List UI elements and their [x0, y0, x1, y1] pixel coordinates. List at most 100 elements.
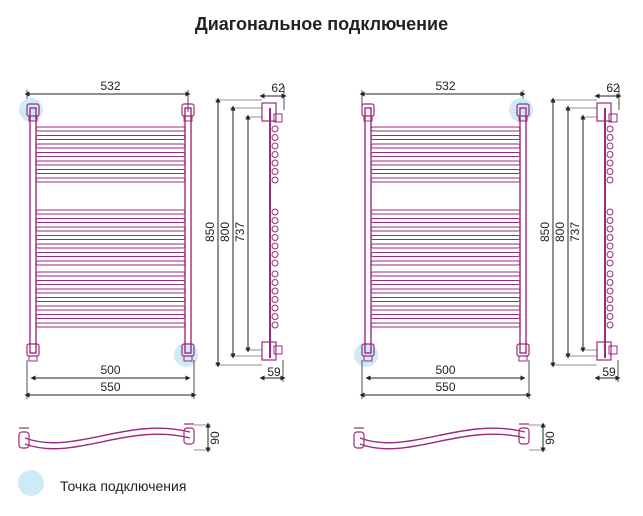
side-bar-4 [271, 159, 279, 167]
side-bar-5 [606, 168, 614, 175]
dim-label-height-total: 850 [538, 222, 552, 242]
profile-curve-lower [359, 433, 526, 450]
side-bar-13 [606, 259, 614, 267]
dim-label-bottom-outer: 550 [435, 380, 455, 394]
side-bar-6 [606, 176, 614, 184]
crossbar-4 [370, 160, 521, 166]
crossbar-5 [370, 168, 521, 175]
side-bar-5 [271, 168, 279, 175]
side-bar-16 [606, 287, 614, 295]
crossbar-7 [35, 209, 186, 215]
dim-label-profile-depth: 90 [208, 431, 222, 445]
legend-label: Точка подключения [60, 478, 187, 494]
crossbar-15 [370, 279, 521, 286]
side-bar-9 [606, 225, 614, 233]
side-bar-9 [271, 225, 279, 233]
side-bar-12 [271, 251, 279, 258]
side-bar-0 [271, 125, 279, 133]
dim-label-bottom-inner: 500 [100, 363, 120, 377]
profile-fitting-right [518, 427, 530, 445]
dim-label-bottom-depth: 59 [267, 365, 281, 379]
crossbar-13 [370, 260, 521, 266]
fitting-nut-0 [363, 115, 373, 122]
crossbar-13 [35, 260, 186, 266]
crossbar-7 [370, 209, 521, 215]
side-bar-19 [606, 313, 614, 320]
dim-label-profile-depth: 90 [543, 431, 557, 445]
fitting-0 [361, 103, 375, 117]
crossbar-8 [35, 217, 186, 224]
crossbar-18 [370, 305, 521, 311]
side-bar-15 [271, 279, 279, 286]
crossbar-16 [370, 288, 521, 294]
crossbar-11 [370, 243, 521, 249]
dim-label-height-mid: 800 [553, 222, 567, 242]
crossbar-1 [370, 134, 521, 141]
right-vertical-rail [519, 107, 527, 354]
fitting-nut-2 [28, 355, 38, 362]
dim-label-bottom-outer: 550 [100, 380, 120, 394]
side-bar-17 [606, 296, 614, 303]
side-bar-17 [271, 296, 279, 303]
side-bar-1 [271, 134, 279, 141]
side-bar-11 [606, 242, 614, 250]
side-bar-20 [606, 321, 614, 329]
side-bar-2 [606, 142, 614, 150]
side-bar-7 [606, 208, 614, 216]
crossbar-14 [35, 271, 186, 277]
side-bar-3 [271, 151, 279, 158]
fitting-3 [516, 343, 530, 357]
crossbar-2 [370, 143, 521, 149]
fitting-nut-0 [28, 115, 38, 122]
fitting-nut-3 [518, 355, 528, 362]
crossbar-11 [35, 243, 186, 249]
dim-label-height-mid: 800 [218, 222, 232, 242]
side-bar-11 [271, 242, 279, 250]
side-bar-14 [271, 270, 279, 278]
side-fitting-bottom [261, 341, 277, 361]
side-bar-18 [606, 304, 614, 312]
side-fitting-bottom [596, 341, 612, 361]
profile-fitting-left [353, 431, 365, 449]
fitting-nut-3 [183, 355, 193, 362]
profile-fitting-right [183, 427, 195, 445]
crossbar-0 [35, 126, 186, 132]
side-bar-6 [271, 176, 279, 184]
crossbar-19 [370, 313, 521, 320]
side-bar-18 [271, 304, 279, 312]
crossbar-17 [35, 296, 186, 303]
side-nut-top [273, 113, 283, 123]
crossbar-19 [35, 313, 186, 320]
side-nut-bottom [608, 345, 618, 355]
fitting-nut-2 [363, 355, 373, 362]
connection-point-legend-icon [18, 470, 44, 496]
fitting-nut-1 [518, 115, 528, 122]
side-bar-10 [271, 234, 279, 241]
crossbar-10 [370, 234, 521, 241]
crossbar-1 [35, 134, 186, 141]
side-bar-2 [271, 142, 279, 150]
side-bar-19 [271, 313, 279, 320]
left-vertical-rail [364, 107, 372, 354]
crossbar-5 [35, 168, 186, 175]
profile-curve-upper [24, 427, 191, 444]
dim-label-height-inner: 737 [233, 222, 247, 242]
left-vertical-rail [29, 107, 37, 354]
crossbar-6 [370, 177, 521, 183]
crossbar-18 [35, 305, 186, 311]
crossbar-20 [370, 322, 521, 328]
side-bar-7 [271, 208, 279, 216]
side-bar-16 [271, 287, 279, 295]
crossbar-20 [35, 322, 186, 328]
side-bar-10 [606, 234, 614, 241]
right-vertical-rail [184, 107, 192, 354]
crossbar-6 [35, 177, 186, 183]
crossbar-4 [35, 160, 186, 166]
side-bar-0 [606, 125, 614, 133]
crossbar-9 [370, 226, 521, 232]
side-fitting-top [261, 102, 277, 122]
side-fitting-top [596, 102, 612, 122]
crossbar-12 [370, 251, 521, 258]
